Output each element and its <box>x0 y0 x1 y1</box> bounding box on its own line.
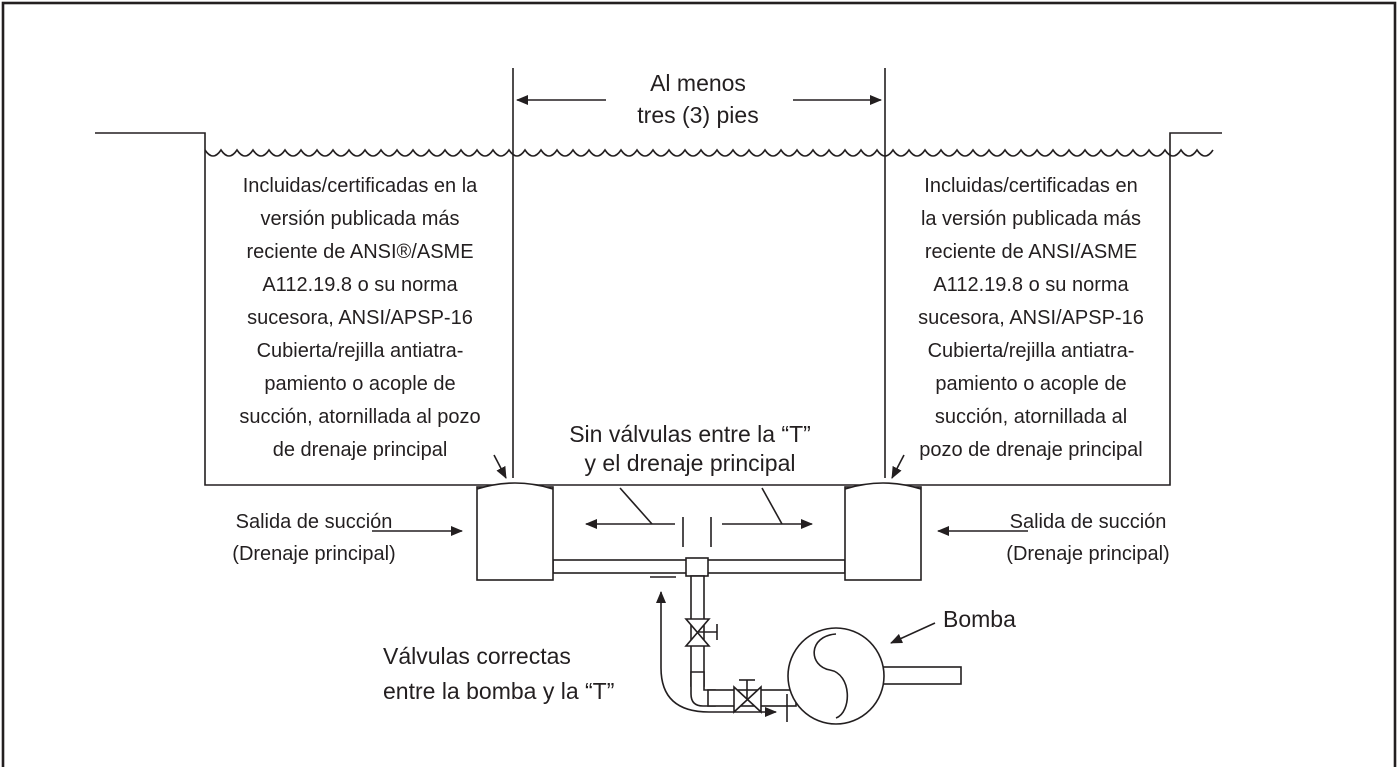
no-valves-leader-left <box>619 487 653 525</box>
left-cover-line-2: versión publicada más <box>261 208 460 230</box>
right-suction-outlet <box>844 482 922 581</box>
tee-fitting <box>685 557 709 577</box>
pump <box>787 627 962 725</box>
left-cover-line-4: A112.19.8 o su norma <box>262 274 458 296</box>
valves-label-line1: Válvulas correctas <box>383 643 571 669</box>
left-cover-line-5: sucesora, ANSI/APSP-16 <box>247 307 473 329</box>
right-outlet-label-line2: (Drenaje principal) <box>1006 543 1169 565</box>
distance-label-line1: Al menos <box>650 70 746 96</box>
left-cover-description: Incluidas/certificadas en la versión pub… <box>239 175 480 461</box>
left-outlet-label-line1: Salida de succión <box>236 511 393 533</box>
left-cover-line-1: Incluidas/certificadas en la <box>243 175 478 197</box>
right-cover-line-4: A112.19.8 o su norma <box>933 274 1129 296</box>
right-outlet-label-line1: Salida de succión <box>1010 511 1167 533</box>
left-cover-line-8: succión, atornillada al pozo <box>239 406 480 428</box>
no-valves-label-line2: y el drenaje principal <box>585 450 796 476</box>
pump-label: Bomba <box>943 606 1016 632</box>
right-cover-line-5: sucesora, ANSI/APSP-16 <box>918 307 1144 329</box>
left-cover-line-3: reciente de ANSI®/ASME <box>246 241 473 263</box>
water-surface <box>204 148 1214 157</box>
left-cover-pointer-arrow <box>493 454 507 479</box>
left-cover-line-6: Cubierta/rejilla antiatra- <box>257 340 464 362</box>
horizontal-valve <box>733 679 762 714</box>
left-suction-outlet <box>476 482 554 581</box>
right-cover-line-9: pozo de drenaje principal <box>919 439 1143 461</box>
pool-outline <box>95 132 1222 486</box>
right-cover-description: Incluidas/certificadas en la versión pub… <box>918 175 1144 461</box>
right-cover-line-7: pamiento o acople de <box>935 373 1126 395</box>
right-cover-pointer-arrow <box>891 454 905 479</box>
left-cover-line-7: pamiento o acople de <box>264 373 455 395</box>
no-valves-leader-right <box>761 487 783 525</box>
pump-pointer-arrow <box>890 622 936 644</box>
no-valves-label-line1: Sin válvulas entre la “T” <box>569 421 811 447</box>
right-cover-line-1: Incluidas/certificadas en <box>924 175 1137 197</box>
left-outlet-label-line2: (Drenaje principal) <box>232 543 395 565</box>
left-cover-line-9: de drenaje principal <box>273 439 448 461</box>
distance-label-line2: tres (3) pies <box>637 102 758 128</box>
right-cover-line-6: Cubierta/rejilla antiatra- <box>928 340 1135 362</box>
right-cover-line-8: succión, atornillada al <box>935 406 1127 428</box>
valves-label-line2: entre la bomba y la “T” <box>383 678 614 704</box>
right-cover-line-2: la versión publicada más <box>921 208 1141 230</box>
right-cover-line-3: reciente de ANSI/ASME <box>925 241 1137 263</box>
valves-leader <box>656 591 777 717</box>
